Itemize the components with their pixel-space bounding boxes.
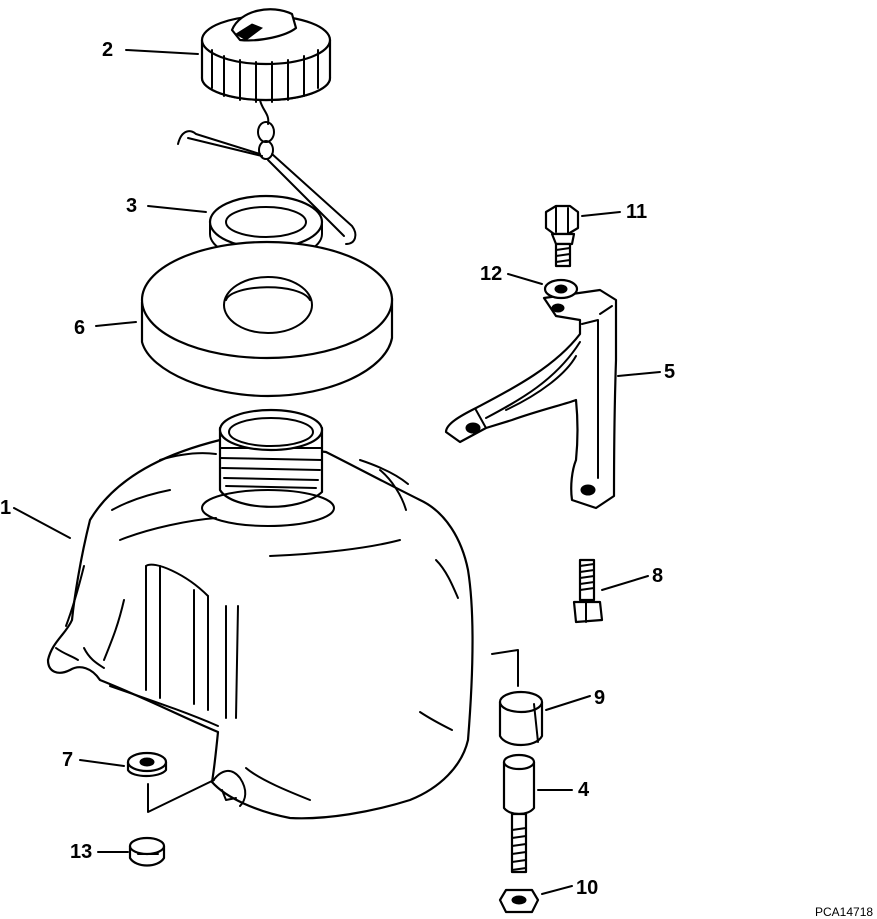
nut-10[interactable] bbox=[498, 888, 540, 914]
leader-11 bbox=[581, 211, 621, 217]
tank-bracket[interactable] bbox=[444, 288, 618, 510]
leader-lines bbox=[13, 49, 661, 895]
callout-labels: 2 3 6 1 11 12 5 8 9 4 10 7 13 PCA14718 bbox=[0, 39, 873, 919]
leader-6 bbox=[95, 321, 137, 327]
fuel-cap[interactable] bbox=[200, 8, 332, 160]
leader-10 bbox=[541, 885, 573, 895]
fuel-tank[interactable] bbox=[46, 408, 474, 820]
callout-9: 9 bbox=[594, 687, 605, 709]
callout-5: 5 bbox=[664, 361, 675, 383]
grommet-13[interactable] bbox=[128, 836, 166, 867]
figure-code: PCA14718 bbox=[815, 905, 873, 919]
leader-1 bbox=[13, 507, 71, 539]
callout-3: 3 bbox=[126, 195, 137, 217]
callout-13: 13 bbox=[70, 841, 92, 863]
leader-5 bbox=[617, 371, 661, 377]
callout-4: 4 bbox=[578, 779, 590, 801]
cap-tether bbox=[177, 130, 357, 245]
callout-2: 2 bbox=[102, 39, 113, 61]
callout-6: 6 bbox=[74, 317, 85, 339]
gasket-ring[interactable] bbox=[208, 194, 324, 261]
leader-9 bbox=[545, 695, 591, 711]
callout-11: 11 bbox=[626, 201, 647, 223]
stud-8[interactable] bbox=[572, 558, 604, 624]
large-round-seal[interactable] bbox=[140, 240, 394, 398]
bolt-11[interactable] bbox=[544, 204, 580, 268]
callout-1: 1 bbox=[0, 497, 11, 519]
leader-8 bbox=[601, 575, 649, 591]
assembly-lines bbox=[147, 649, 519, 813]
leader-2 bbox=[125, 49, 199, 55]
callout-12: 12 bbox=[480, 263, 502, 285]
leader-12 bbox=[507, 273, 543, 285]
rubber-bushing-9[interactable] bbox=[498, 690, 544, 747]
mounting-stud-4[interactable] bbox=[502, 753, 536, 874]
washer-7[interactable] bbox=[126, 751, 168, 778]
lock-washer-12[interactable] bbox=[543, 278, 579, 300]
callout-10: 10 bbox=[576, 877, 598, 899]
leader-7 bbox=[79, 759, 125, 767]
leader-3 bbox=[147, 205, 207, 213]
callout-8: 8 bbox=[652, 565, 663, 587]
callout-7: 7 bbox=[62, 749, 73, 771]
